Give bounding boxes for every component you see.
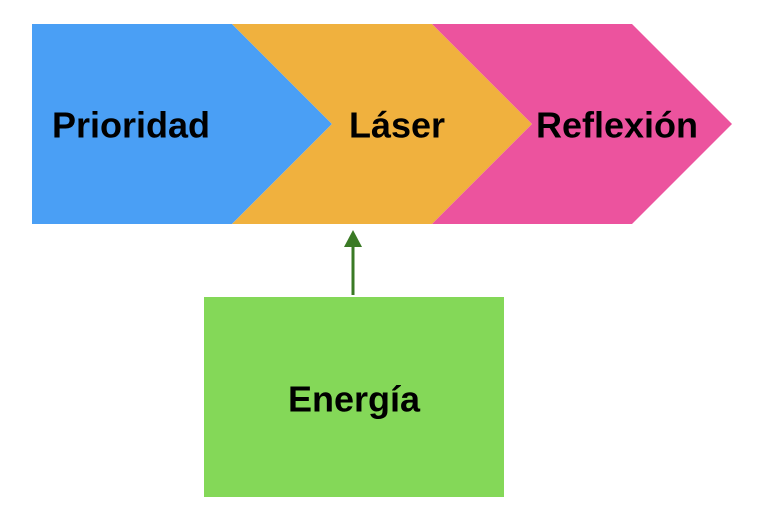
step-prioridad-label: Prioridad bbox=[52, 105, 210, 146]
step-laser-label: Láser bbox=[349, 105, 445, 146]
step-prioridad-shape bbox=[32, 24, 332, 224]
input-box-energia bbox=[204, 297, 504, 497]
step-reflexion-shape bbox=[432, 24, 732, 224]
input-box-label: Energía bbox=[288, 379, 421, 420]
input-arrow-head bbox=[344, 230, 362, 247]
step-reflexion-label: Reflexión bbox=[536, 105, 698, 146]
step-laser-shape bbox=[232, 24, 532, 224]
